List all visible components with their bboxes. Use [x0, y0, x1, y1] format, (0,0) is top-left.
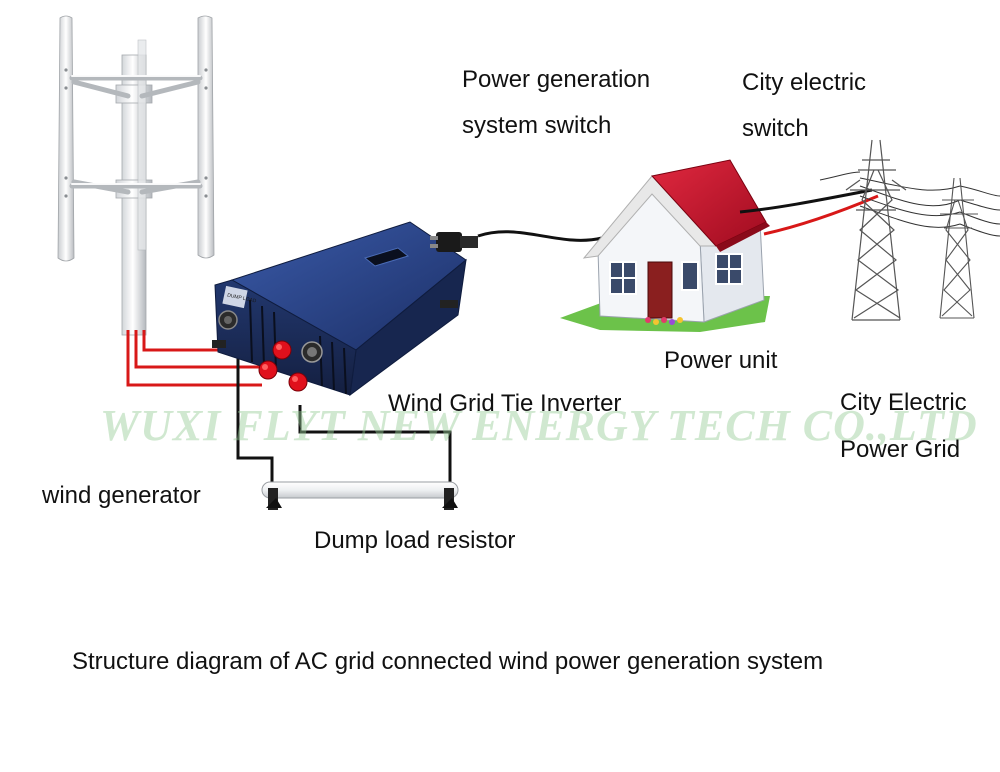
label-city-switch-1: City electric — [742, 69, 867, 96]
label-city-switch-2: switch — [742, 115, 809, 142]
wind-turbine — [57, 15, 215, 336]
label-city-grid-1: City Electric — [840, 389, 967, 416]
inverter-unit — [212, 221, 467, 397]
diagram-caption: Structure diagram of AC grid connected w… — [72, 648, 824, 675]
label-power-gen-switch-1: Power generation — [462, 66, 651, 93]
power-plug — [430, 230, 603, 252]
dump-load-resistor — [261, 481, 459, 510]
dump-load-wires — [236, 320, 452, 488]
label-dump-load: Dump load resistor — [314, 527, 516, 554]
label-inverter: Wind Grid Tie Inverter — [388, 390, 622, 417]
label-power-gen-switch-2: system switch — [462, 112, 612, 139]
turbine-blade-right — [197, 15, 215, 259]
label-wind-generator: wind generator — [42, 482, 201, 509]
transmission-tower-near — [845, 139, 907, 321]
turbine-blade-left — [57, 15, 75, 262]
label-city-grid-2: Power Grid — [840, 436, 961, 463]
house — [560, 159, 770, 332]
label-power-unit: Power unit — [664, 347, 778, 374]
grid-wires — [739, 171, 1000, 237]
transmission-tower-far — [939, 177, 978, 319]
watermark: WUXI FLYT NEW ENERGY TECH CO.,LTD — [100, 401, 978, 450]
